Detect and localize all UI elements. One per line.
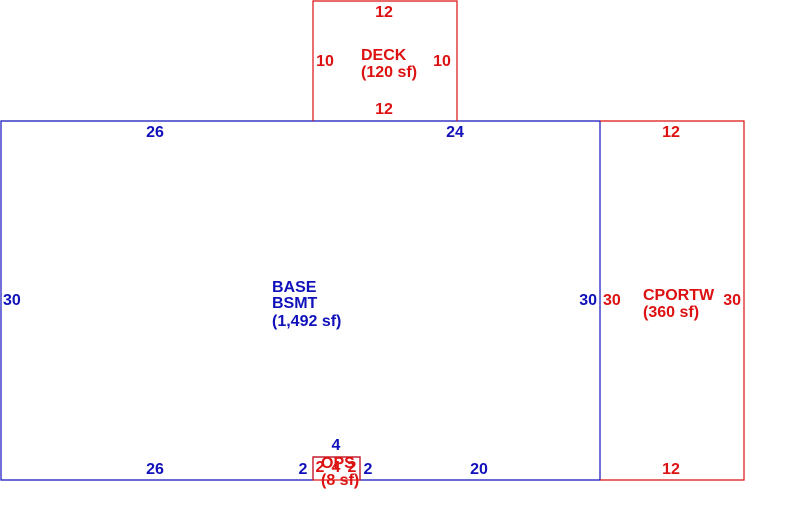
base-dim-top-right: 24 xyxy=(446,124,464,141)
carport-dim-bottom: 12 xyxy=(662,461,680,478)
base-dim-top-left: 26 xyxy=(146,124,164,141)
ops-dim-c: 2 xyxy=(348,459,357,476)
ops-area: (8 sf) xyxy=(321,472,359,489)
deck-area: (120 sf) xyxy=(361,64,417,81)
base-subtype: BSMT xyxy=(272,295,318,312)
base-dim-right: 30 xyxy=(579,292,597,309)
ops-dim-b: 4 xyxy=(332,459,341,476)
ops-dim-a: 2 xyxy=(316,459,325,476)
carport-dim-top: 12 xyxy=(662,124,680,141)
base-dim-notch-right: 2 xyxy=(364,461,373,478)
deck-dim-left: 10 xyxy=(316,53,334,70)
deck-dim-bottom: 12 xyxy=(375,101,393,118)
carport-dim-right: 30 xyxy=(723,292,741,309)
deck-dim-right: 10 xyxy=(433,53,451,70)
base-dim-left: 30 xyxy=(3,292,21,309)
deck-outline xyxy=(312,0,458,121)
ops-outline xyxy=(312,456,361,481)
deck-name: DECK xyxy=(361,47,407,64)
base-dim-bottom-left: 26 xyxy=(146,461,164,478)
base-name: BASE xyxy=(272,279,317,296)
base-dim-notch-top: 4 xyxy=(332,437,341,454)
carport-area: (360 sf) xyxy=(643,304,699,321)
deck-dim-top: 12 xyxy=(375,4,393,21)
carport-dim-left: 30 xyxy=(603,292,621,309)
base-dim-notch-left: 2 xyxy=(299,461,308,478)
base-dim-bottom-right: 20 xyxy=(470,461,488,478)
ops-name: OPS xyxy=(321,455,355,472)
carport-outline xyxy=(600,120,745,481)
carport-name: CPORTW xyxy=(643,287,715,304)
base-area: (1,492 sf) xyxy=(272,313,341,330)
